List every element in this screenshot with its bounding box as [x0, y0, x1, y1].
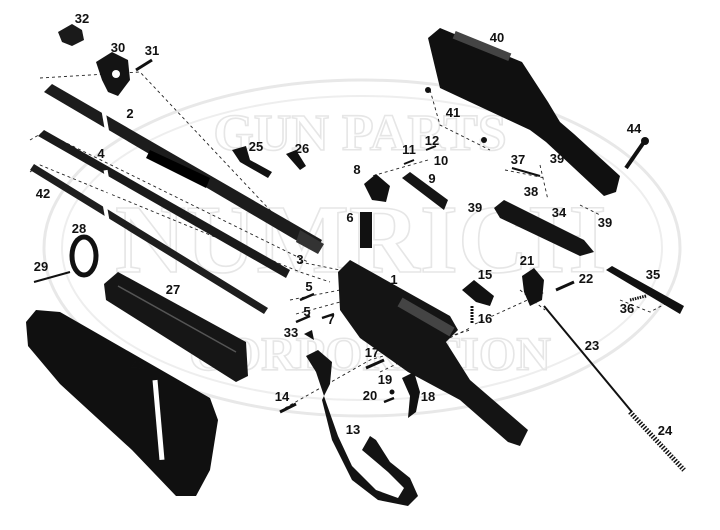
part-label-p5b: 5	[303, 304, 310, 319]
part-label-p34: 34	[552, 205, 567, 220]
part-label-p14: 14	[275, 389, 290, 404]
part-15-shape	[462, 280, 494, 306]
part-35-shape	[606, 266, 684, 314]
part-label-p39a: 39	[550, 151, 564, 166]
part-41-shape	[425, 87, 431, 93]
part-label-p11: 11	[402, 142, 416, 157]
part-label-p22: 22	[579, 271, 593, 286]
part-9-shape	[402, 172, 448, 210]
part-number-labels: 1234556789101112131415161718192021222324…	[34, 11, 673, 438]
part-label-p6: 6	[346, 210, 353, 225]
part-23-shape	[543, 305, 633, 413]
part-shapes	[26, 24, 686, 506]
part-28-shape	[69, 234, 99, 278]
part-34-shape	[494, 200, 594, 256]
part-label-p23: 23	[585, 338, 599, 353]
part-label-p18: 18	[421, 389, 435, 404]
part-label-p29: 29	[34, 259, 48, 274]
part-36-shape	[629, 294, 647, 302]
part-31-shape	[135, 58, 153, 72]
part-label-p31: 31	[145, 43, 159, 58]
part-label-p8: 8	[353, 162, 360, 177]
part-label-p3: 3	[296, 252, 303, 267]
part-label-p20: 20	[363, 388, 377, 403]
part-17-shape	[365, 358, 385, 370]
part-32-shape	[58, 24, 84, 46]
part-label-p7: 7	[327, 312, 334, 327]
part-8-shape	[364, 174, 390, 202]
part-label-p35: 35	[646, 267, 660, 282]
part-label-p42: 42	[36, 186, 50, 201]
part-label-p1: 1	[390, 272, 397, 287]
part-label-p41: 41	[446, 105, 460, 120]
part-label-p27: 27	[166, 282, 180, 297]
part-label-p5a: 5	[305, 279, 312, 294]
part-label-p2: 2	[126, 106, 133, 121]
part-label-p26: 26	[295, 141, 309, 156]
part-label-p39c: 39	[598, 215, 612, 230]
part-label-p10: 10	[434, 153, 448, 168]
part-label-p19: 19	[378, 372, 392, 387]
part-label-p16: 16	[478, 311, 492, 326]
part-25-shape	[232, 146, 272, 178]
part-label-p38: 38	[524, 184, 538, 199]
part-44-shape	[624, 140, 646, 170]
part-label-p40: 40	[490, 30, 504, 45]
part-37-shape	[511, 167, 541, 177]
part-label-p33: 33	[284, 325, 298, 340]
part-4-shape	[38, 130, 290, 278]
part-1-shape	[338, 260, 528, 446]
part-label-p24: 24	[658, 423, 673, 438]
part-14-shape	[279, 402, 297, 414]
part-label-p25: 25	[249, 139, 263, 154]
part-42-shape	[30, 164, 268, 314]
part-label-p37: 37	[511, 152, 525, 167]
part-label-p13: 13	[346, 422, 360, 437]
part-label-p44: 44	[627, 121, 642, 136]
part-29-shape	[33, 271, 71, 283]
part-20-shape	[383, 396, 395, 404]
part-label-p15: 15	[478, 267, 492, 282]
part-label-p28: 28	[72, 221, 86, 236]
part-label-p43: 43	[131, 358, 145, 373]
part-label-p4: 4	[97, 146, 105, 161]
part-26-shape	[286, 150, 306, 170]
part-21-shape	[522, 268, 544, 306]
part-label-p39b: 39	[468, 200, 482, 215]
part-18-shape	[402, 372, 420, 418]
part-label-p36: 36	[620, 301, 634, 316]
part-6-shape	[360, 212, 372, 248]
part-33-shape	[304, 330, 314, 340]
part-24-shape	[628, 410, 686, 472]
watermark-top-text: GUN PARTS	[213, 105, 506, 162]
part-label-p30: 30	[111, 40, 125, 55]
part-label-p9: 9	[428, 171, 435, 186]
part-label-p12: 12	[425, 133, 439, 148]
part-label-p17: 17	[365, 345, 379, 360]
part-43-shape	[26, 310, 218, 496]
part-label-p32: 32	[75, 11, 89, 26]
part-19-shape	[389, 389, 395, 395]
part-label-p21: 21	[520, 253, 534, 268]
part-40-shape	[428, 28, 620, 196]
part-27-shape	[104, 272, 248, 382]
part-13-shape	[306, 350, 418, 506]
part-22-shape	[555, 280, 575, 292]
